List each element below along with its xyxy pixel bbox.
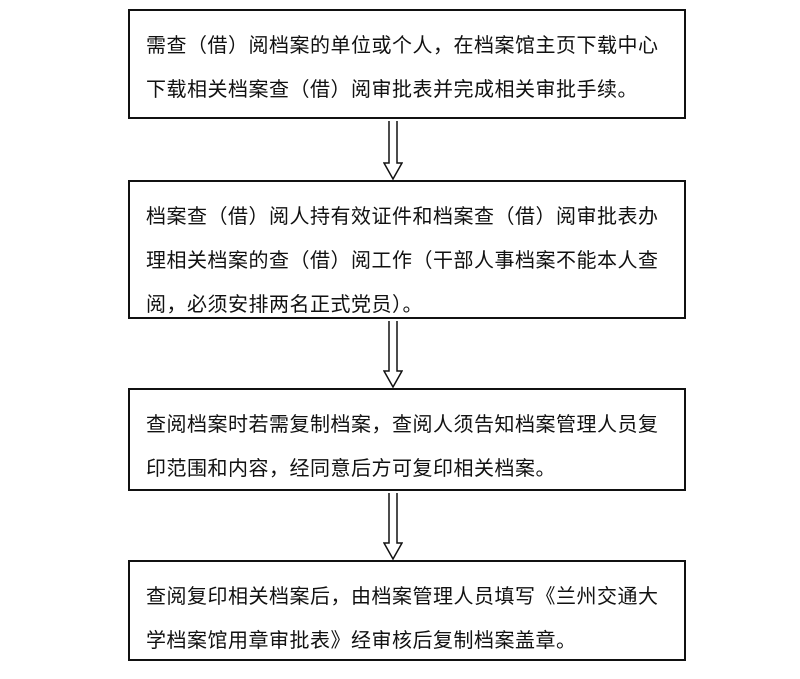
step-4-box: 查阅复印相关档案后，由档案管理人员填写《兰州交通大学档案馆用章审批表》经审核后复…: [128, 560, 686, 661]
down-arrow-icon: [383, 493, 403, 561]
step-2-box: 档案查（借）阅人持有效证件和档案查（借）阅审批表办理相关档案的查（借）阅工作（干…: [128, 180, 686, 319]
down-arrow-icon: [383, 121, 403, 181]
down-arrow-icon: [383, 321, 403, 389]
step-4-text: 查阅复印相关档案后，由档案管理人员填写《兰州交通大学档案馆用章审批表》经审核后复…: [146, 584, 659, 652]
step-1-text: 需查（借）阅档案的单位或个人，在档案馆主页下载中心下载相关档案查（借）阅审批表并…: [146, 33, 659, 101]
step-3-box: 查阅档案时若需复制档案，查阅人须告知档案管理人员复印范围和内容，经同意后方可复印…: [128, 388, 686, 491]
step-2-text: 档案查（借）阅人持有效证件和档案查（借）阅审批表办理相关档案的查（借）阅工作（干…: [146, 204, 659, 316]
step-1-box: 需查（借）阅档案的单位或个人，在档案馆主页下载中心下载相关档案查（借）阅审批表并…: [128, 9, 686, 119]
step-3-text: 查阅档案时若需复制档案，查阅人须告知档案管理人员复印范围和内容，经同意后方可复印…: [146, 412, 659, 480]
